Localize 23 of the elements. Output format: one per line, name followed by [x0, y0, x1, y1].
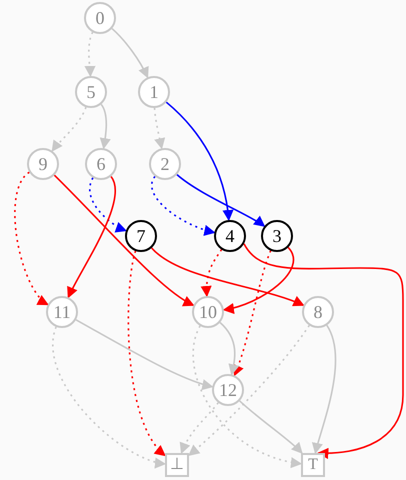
arrow — [54, 174, 194, 306]
arrow — [128, 250, 166, 456]
arrow — [180, 402, 219, 454]
arrow — [219, 322, 240, 376]
arrow — [200, 249, 222, 298]
arrow — [76, 319, 214, 390]
arrow — [166, 102, 234, 222]
arrow — [176, 174, 266, 227]
arrow — [100, 104, 111, 150]
arrow — [52, 106, 87, 152]
arrow — [154, 108, 166, 150]
terminal-box: T — [301, 453, 325, 477]
arrow — [52, 326, 166, 468]
arrow — [151, 176, 216, 236]
arrow — [239, 400, 303, 454]
arrow — [68, 176, 116, 298]
arrow — [233, 250, 272, 376]
arrow — [188, 324, 310, 456]
arrow — [312, 324, 336, 454]
arrow — [111, 28, 148, 78]
terminal-box: ⊥ — [165, 453, 189, 477]
arrow — [222, 247, 294, 314]
arrow — [243, 243, 404, 459]
